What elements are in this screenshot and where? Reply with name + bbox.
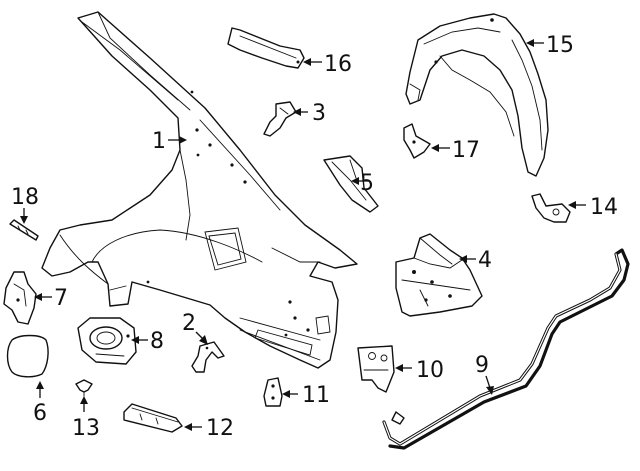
callout-2-label: 2: [182, 311, 196, 336]
callout-14: 14: [568, 195, 618, 220]
callout-1: 1: [152, 129, 187, 154]
brace-part-5: [323, 155, 379, 213]
callout-12: 12: [184, 416, 234, 441]
callout-2: 2: [182, 311, 208, 345]
callout-5-label: 5: [360, 171, 374, 196]
seal-strip-part: [227, 27, 305, 69]
callout-8-label: 8: [150, 329, 164, 354]
callout-14-label: 14: [590, 195, 618, 220]
callout-4-label: 4: [478, 248, 492, 273]
callout-9: 9: [475, 353, 494, 395]
callout-15-label: 15: [546, 33, 574, 58]
callout-7: 7: [34, 286, 68, 311]
fuel-filler-housing-part: [77, 317, 137, 365]
callout-10-label: 10: [416, 358, 444, 383]
callout-16-label: 16: [324, 52, 352, 77]
callout-5: 5: [351, 171, 374, 196]
callout-11: 11: [282, 383, 330, 408]
callout-18-label: 18: [11, 185, 39, 210]
wheelhouse-liner-part: [405, 13, 549, 177]
bracket-part-17: [403, 123, 431, 159]
callout-16: 16: [303, 52, 352, 77]
callout-1-label: 1: [152, 129, 166, 154]
callout-13: 13: [72, 396, 100, 441]
drain-hose-part: [382, 248, 630, 450]
callout-18: 18: [11, 185, 39, 224]
wheelhouse-extension-part: [395, 233, 483, 317]
clip-part-18: [9, 219, 39, 241]
callout-12-label: 12: [206, 416, 234, 441]
fuel-door-part: [6, 334, 49, 378]
bracket-part-7: [3, 271, 37, 325]
callout-3-label: 3: [312, 101, 326, 126]
callout-15: 15: [526, 33, 574, 58]
bracket-part-11: [263, 377, 283, 407]
reinforcement-part-12: [123, 403, 183, 433]
callout-3: 3: [293, 101, 326, 126]
callout-6: 6: [33, 381, 47, 426]
bracket-part-14: [531, 193, 571, 223]
callout-13-label: 13: [72, 416, 100, 441]
callout-10: 10: [395, 358, 444, 383]
bracket-part-2: [191, 341, 225, 373]
callout-11-label: 11: [302, 383, 330, 408]
bracket-part-10: [357, 345, 395, 393]
callout-7-label: 7: [54, 286, 68, 311]
quarter-panel-part: [41, 11, 358, 369]
callout-9-label: 9: [475, 353, 489, 378]
callout-17: 17: [431, 138, 480, 163]
bracket-part-3: [263, 101, 297, 137]
clip-part-13: [75, 379, 93, 397]
callout-8: 8: [131, 329, 164, 354]
callout-4: 4: [459, 248, 492, 273]
callout-6-label: 6: [33, 401, 47, 426]
callout-17-label: 17: [452, 138, 480, 163]
